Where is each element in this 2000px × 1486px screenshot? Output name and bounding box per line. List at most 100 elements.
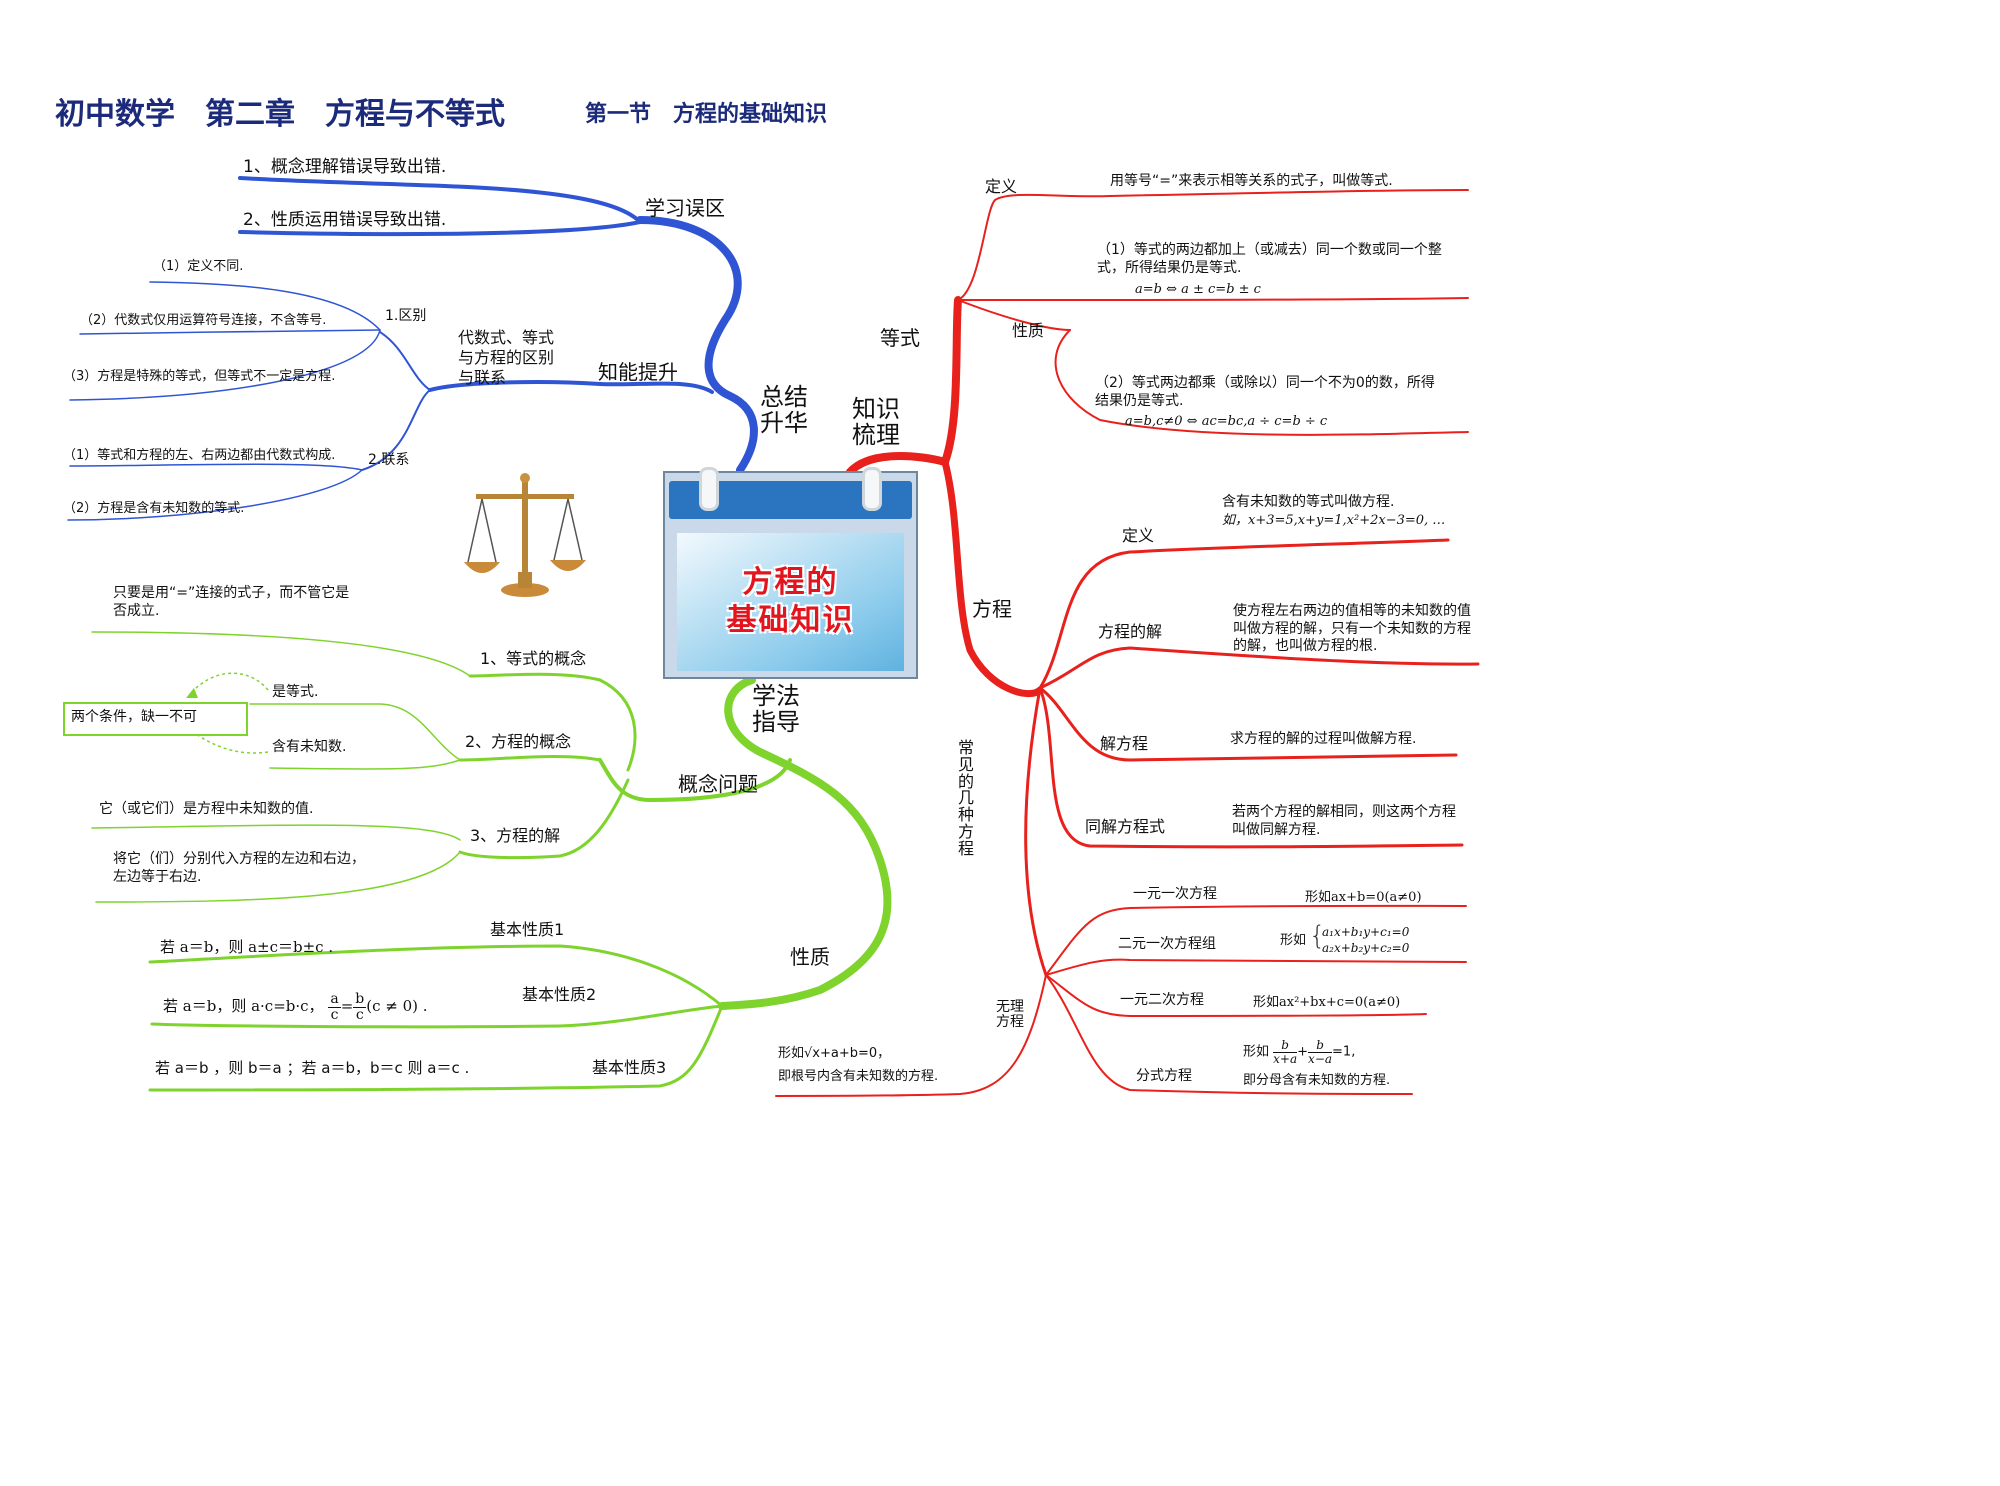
irrational-form: 形如√x+a+b=0， <box>778 1046 891 1061</box>
same-solution-text: 若两个方程的解相同，则这两个方程叫做同解方程. <box>1232 804 1456 838</box>
solve-text: 求方程的解的过程叫做解方程. <box>1230 731 1417 747</box>
diff-item: （3）方程是特殊的等式，但等式不一定是方程. <box>63 369 336 384</box>
branch-knowledge-line2: 梳理 <box>852 421 900 450</box>
irrational-note: 即根号内含有未知数的方程. <box>778 1069 939 1084</box>
improve-label: 知能提升 <box>598 360 678 384</box>
conditions-box: 两个条件，缺一不可 <box>63 702 248 736</box>
branch-knowledge: 知识 梳理 <box>852 396 900 449</box>
common-equations-label: 常见的几种方程 <box>958 738 975 858</box>
brace-icon: { <box>1309 921 1326 951</box>
irrational-label-line2: 方程 <box>996 1014 1024 1031</box>
eq-system-row1: a₁x+b₁y+c₁=0 <box>1322 925 1410 939</box>
pitfall-item: 2、性质运用错误导致出错. <box>243 210 447 230</box>
link-label: 2.联系 <box>368 452 410 468</box>
conditions-box-text: 两个条件，缺一不可 <box>71 709 197 725</box>
branch-method-line2: 指导 <box>752 708 800 737</box>
solution-concept-item: 它（或它们）是方程中未知数的值. <box>99 801 314 817</box>
branch-method: 学法 指导 <box>752 683 800 736</box>
balance-scale-icon <box>464 473 586 597</box>
equation-def-example: 如，x+3=5,x+y=1,x²+2x−3=0, … <box>1222 513 1446 528</box>
condition-item: 是等式. <box>272 684 319 700</box>
card-sky-image <box>677 533 904 671</box>
solve-label: 解方程 <box>1100 734 1149 753</box>
equality-prop1: （1）等式的两边都加上（或减去）同一个数或同一个整式，所得结果仍是等式. <box>1097 242 1442 276</box>
eq-type-name: 二元一次方程组 <box>1118 936 1216 952</box>
diff-item: （2）代数式仅用运算符号连接，不含等号. <box>80 313 327 328</box>
property3-text: 若 a＝b ，则 b＝a ；若 a＝b，b＝c 则 a＝c . <box>155 1059 470 1077</box>
equation-concept-label: 2、方程的概念 <box>465 732 572 751</box>
branch-method-line1: 学法 <box>752 682 800 710</box>
equality-def-text: 用等号“=”来表示相等关系的式子，叫做等式. <box>1110 173 1393 189</box>
property2-condition: (c ≠ 0) . <box>366 997 428 1016</box>
equality-prop1-formula: a=b ⇔ a ± c=b ± c <box>1135 282 1261 297</box>
solution-label: 方程的解 <box>1098 622 1163 641</box>
equation-def-text: 含有未知数的等式叫做方程. <box>1222 494 1395 510</box>
fraction-denominator: c <box>330 1006 339 1023</box>
equality-prop2: （2）等式两边都乘（或除以）同一个不为0的数，所得结果仍是等式. <box>1095 375 1435 409</box>
property1-text: 若 a＝b，则 a±c＝b±c . <box>160 938 334 956</box>
mind-map-lines <box>67 176 1480 1097</box>
pitfall-item: 1、概念理解错误导致出错. <box>243 157 447 177</box>
solution-concept-item: 将它（们）分别代入方程的左边和右边，左边等于右边. <box>113 851 365 885</box>
diff-item: （1）定义不同. <box>153 259 244 274</box>
property-label: 性质 <box>790 945 830 969</box>
equality-prop-label: 性质 <box>1012 321 1045 340</box>
property3-label: 基本性质3 <box>592 1058 667 1077</box>
property2-label: 基本性质2 <box>522 985 597 1004</box>
eq-type-form: 形如ax²+bx+c=0(a≠0) <box>1253 995 1401 1010</box>
equality-concept-text: 只要是用“=”连接的式子，而不管它是否成立. <box>113 585 350 619</box>
fraction-numerator: b <box>1308 1039 1333 1053</box>
fraction-denominator: x+a <box>1273 1051 1298 1066</box>
branch-summary-line1: 总结 <box>760 383 808 411</box>
center-title-line2: 基础知识 <box>726 603 855 638</box>
irrational-label: 无理 方程 <box>996 999 1024 1031</box>
binder-ring-icon <box>699 467 719 511</box>
fraction-numerator: b <box>1273 1039 1298 1053</box>
diff-label: 1.区别 <box>385 308 427 324</box>
eq-type-name: 一元一次方程 <box>1133 886 1217 902</box>
pitfalls-label: 学习误区 <box>645 196 725 220</box>
section-subtitle: 第一节 方程的基础知识 <box>585 102 828 127</box>
concept-problems-label: 概念问题 <box>678 772 758 796</box>
eq-system-prefix: 形如 <box>1280 933 1307 948</box>
equation-def-label: 定义 <box>1122 526 1155 545</box>
solution-concept-label: 3、方程的解 <box>470 826 561 845</box>
branch-summary-line2: 升华 <box>760 409 808 438</box>
center-topic-card: 方程的 基础知识 <box>663 467 918 679</box>
fraction-denominator: x−a <box>1308 1051 1333 1066</box>
fractional-suffix: =1, <box>1332 1044 1356 1060</box>
equality-def-label: 定义 <box>985 177 1018 196</box>
property1-label: 基本性质1 <box>490 920 565 939</box>
condition-item: 含有未知数. <box>272 739 347 755</box>
equality-concept-label: 1、等式的概念 <box>480 649 587 668</box>
improve-subtopic: 代数式、等式与方程的区别与联系 <box>458 328 555 387</box>
equality-label: 等式 <box>880 326 920 350</box>
eq-type-name: 一元二次方程 <box>1120 992 1204 1008</box>
page-title: 初中数学 第二章 方程与不等式 <box>55 97 505 132</box>
binder-ring-icon <box>862 467 882 511</box>
fraction-numerator: a <box>328 991 341 1008</box>
fractional-note: 即分母含有未知数的方程. <box>1243 1073 1391 1088</box>
eq-system-row2: a₂x+b₂y+c₂=0 <box>1322 941 1410 955</box>
eq-type-form: 形如ax+b=0(a≠0) <box>1305 890 1422 905</box>
center-title-line1: 方程的 <box>742 565 839 600</box>
irrational-label-line1: 无理 <box>996 999 1024 1015</box>
fraction-numerator: b <box>353 991 367 1008</box>
link-item: （2）方程是含有未知数的等式. <box>63 501 245 516</box>
equation-label: 方程 <box>972 597 1012 621</box>
fractional-prefix: 形如 <box>1243 1044 1270 1060</box>
eq-type-name: 分式方程 <box>1136 1068 1192 1084</box>
equality-prop2-formula: a=b,c≠0 ⇔ ac=bc,a ÷ c=b ÷ c <box>1125 414 1328 429</box>
link-item: （1）等式和方程的左、右两边都由代数式构成. <box>63 448 336 463</box>
same-solution-label: 同解方程式 <box>1085 817 1166 836</box>
solution-text: 使方程左右两边的值相等的未知数的值叫做方程的解，只有一个未知数的方程的解，也叫做… <box>1233 603 1471 654</box>
branch-summary: 总结 升华 <box>760 384 808 437</box>
property2-main: 若 a＝b，则 a·c=b·c， <box>163 997 324 1016</box>
branch-knowledge-line1: 知识 <box>852 395 900 423</box>
